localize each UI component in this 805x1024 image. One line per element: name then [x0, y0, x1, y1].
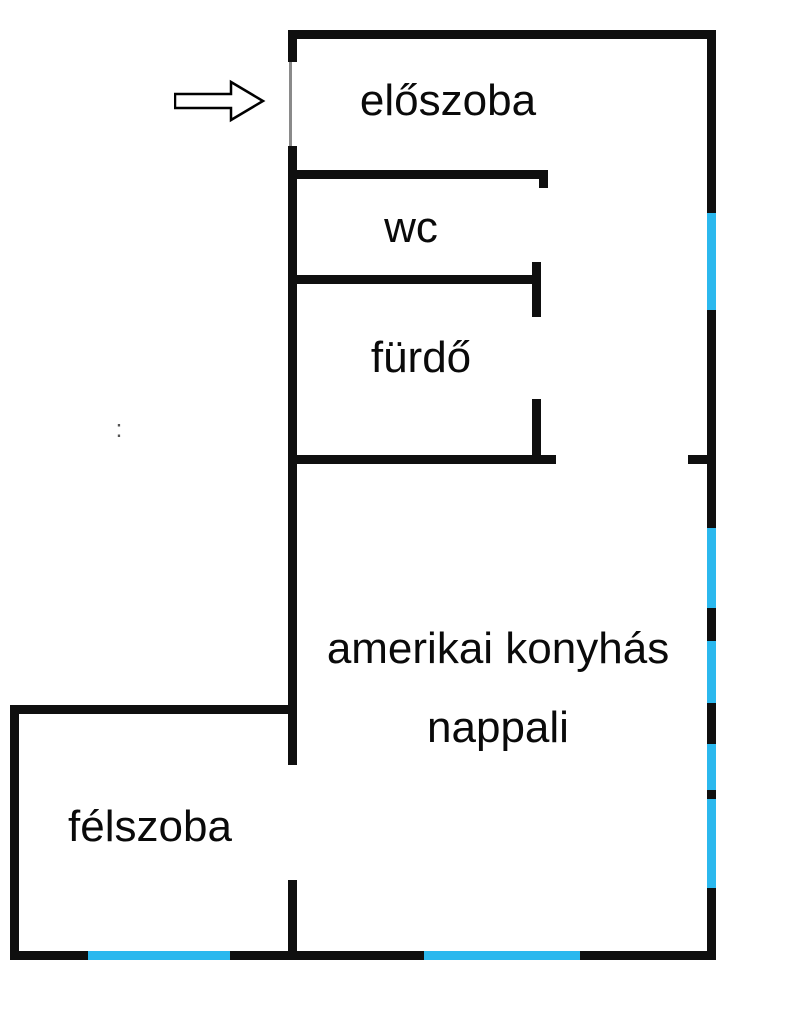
wall-wc-furdo-divider	[292, 275, 540, 284]
entrance-door-line	[289, 62, 292, 146]
wall-right-exterior	[707, 30, 716, 960]
window-right-3	[707, 641, 716, 703]
wall-furdo-nappali-divider	[288, 455, 556, 464]
wall-left-lower-stub	[288, 880, 297, 960]
wall-right-stub	[688, 455, 707, 464]
window-right-4	[707, 744, 716, 790]
window-right-5	[707, 799, 716, 888]
wall-eloszoba-wc-divider	[292, 170, 548, 179]
wall-felszoba-left	[10, 705, 19, 960]
wall-felszoba-top	[10, 705, 296, 714]
window-bottom-2	[424, 951, 580, 960]
wall-left-top-stub	[288, 30, 297, 62]
room-label-nappali: amerikai konyhás nappali	[327, 609, 669, 767]
room-label-felszoba: félszoba	[68, 802, 232, 851]
room-label-nappali-line2: nappali	[427, 703, 569, 752]
entrance-arrow-icon	[174, 79, 266, 123]
room-label-wc: wc	[384, 203, 438, 252]
window-right-1	[707, 213, 716, 310]
window-right-2	[707, 528, 716, 608]
room-label-eloszoba: előszoba	[359, 76, 537, 125]
artifact-mark: :	[115, 416, 123, 443]
wall-top-exterior	[288, 30, 716, 39]
room-label-furdo: fürdő	[370, 333, 472, 382]
window-bottom-1	[88, 951, 230, 960]
room-label-nappali-line1: amerikai konyhás	[326, 624, 670, 673]
door-jamb-wc	[539, 170, 548, 188]
door-jamb-furdo-top	[532, 262, 541, 317]
door-jamb-nappali	[532, 399, 541, 461]
wall-bottom-exterior	[10, 951, 716, 960]
